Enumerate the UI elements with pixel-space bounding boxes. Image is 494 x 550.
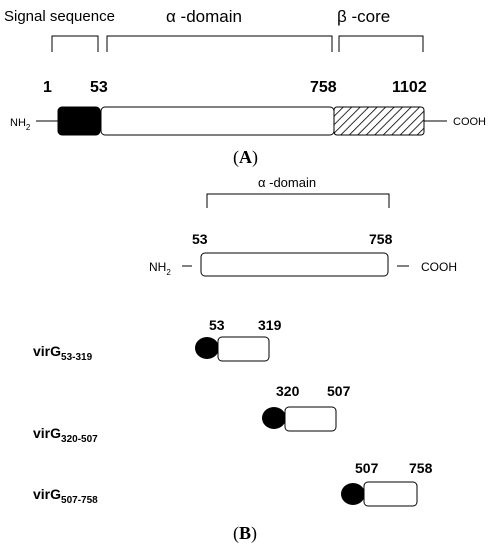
construct-start: 320 xyxy=(276,383,300,399)
construct-end: 758 xyxy=(409,460,433,476)
construct-name: virG53-319 xyxy=(33,343,93,363)
c-terminus-label-b: COOH xyxy=(421,260,457,274)
alpha-domain-bracket-b xyxy=(206,193,390,208)
signal-sequence-bracket xyxy=(51,35,99,52)
panel-b-label: (B) xyxy=(233,523,257,544)
fusion-tag xyxy=(341,483,365,505)
beta-core-segment xyxy=(333,106,425,136)
position-53: 53 xyxy=(90,79,108,96)
position-758: 758 xyxy=(310,79,337,96)
c-terminus-label: COOH xyxy=(453,116,486,128)
construct-virg-320-507: 320 507 virG320-507 xyxy=(33,383,351,445)
position-1: 1 xyxy=(43,79,52,96)
construct-end: 507 xyxy=(327,383,351,399)
signal-sequence-segment xyxy=(57,106,101,136)
construct-name: virG320-507 xyxy=(33,425,98,445)
fusion-tag xyxy=(262,407,286,429)
n-terminus-label-b: NH2 xyxy=(149,260,171,277)
construct-end: 319 xyxy=(258,317,282,333)
construct-bar xyxy=(217,336,270,362)
panel-a: Signal sequence α -domain β -core 1 53 7… xyxy=(4,7,486,168)
construct-start: 53 xyxy=(209,317,225,333)
signal-sequence-label: Signal sequence xyxy=(4,8,115,25)
alpha-domain-label: α -domain xyxy=(166,7,242,26)
panel-b: α -domain 53 758 NH2 COOH 53 319 virG53-… xyxy=(33,175,457,544)
beta-core-bracket xyxy=(338,35,424,52)
construct-virg-507-758: 507 758 virG507-758 xyxy=(33,460,433,507)
alpha-domain-bar xyxy=(200,252,389,277)
construct-bar xyxy=(284,406,337,432)
construct-virg-53-319: 53 319 virG53-319 xyxy=(33,317,282,363)
construct-name: virG507-758 xyxy=(33,486,98,506)
alpha-domain-title: α -domain xyxy=(258,175,316,190)
alpha-domain-segment xyxy=(100,106,335,136)
construct-start: 507 xyxy=(355,460,379,476)
beta-core-label: β -core xyxy=(337,7,390,26)
construct-bar xyxy=(363,481,418,507)
alpha-domain-bracket xyxy=(106,35,333,52)
panel-a-label: (A) xyxy=(233,147,258,168)
n-terminus-label: NH2 xyxy=(10,117,31,132)
fusion-tag xyxy=(195,337,219,359)
position-758-b: 758 xyxy=(369,231,393,247)
position-1102: 1102 xyxy=(392,79,427,96)
position-53-b: 53 xyxy=(192,231,208,247)
